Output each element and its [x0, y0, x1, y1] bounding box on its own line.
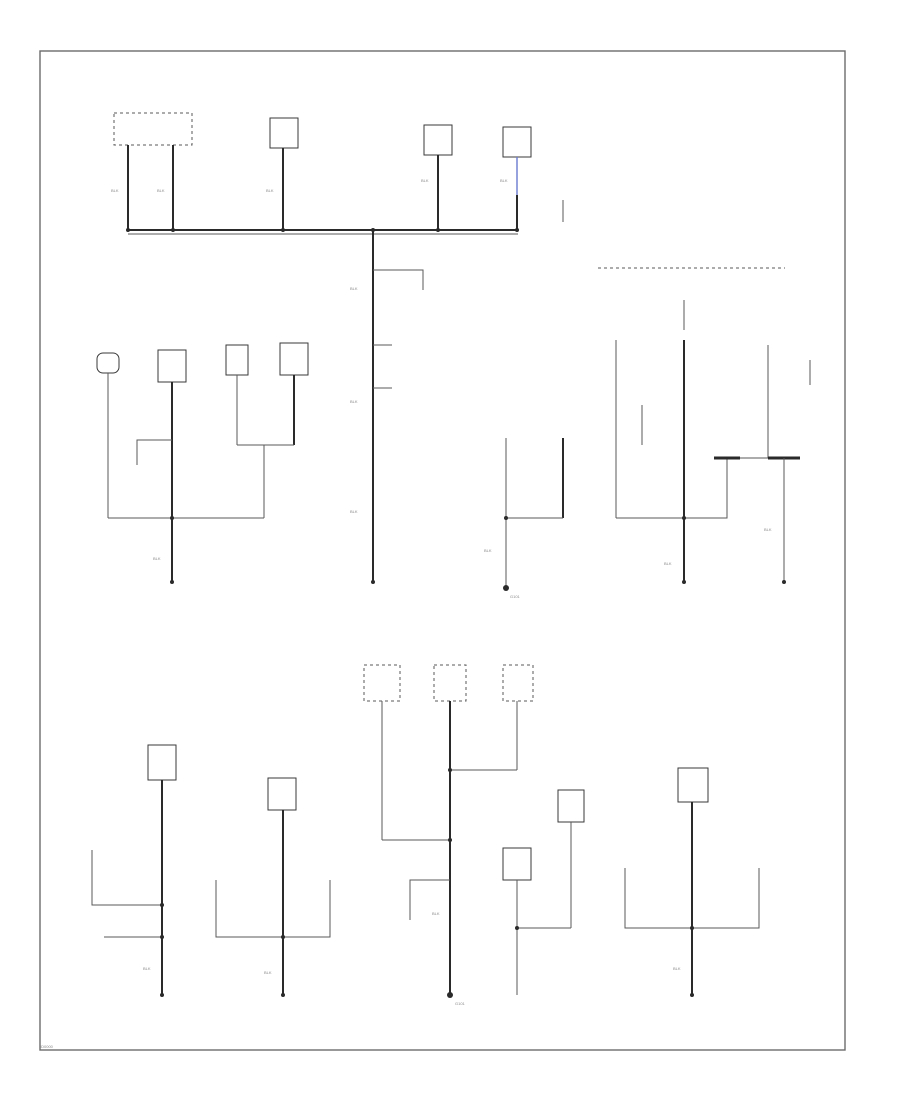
bottom-center-right-section [502, 789, 585, 995]
wire-code-label: BLK [264, 970, 272, 975]
component-box [157, 349, 187, 383]
component-box [423, 124, 453, 156]
component-box [363, 664, 401, 702]
wire-code-label: BLK [421, 178, 429, 183]
ground-label: G101 [510, 594, 521, 599]
splice-junction [281, 935, 285, 939]
splice-junction [504, 516, 508, 520]
ground-point [447, 992, 453, 998]
middle-right-section [598, 267, 811, 584]
splice-junction [782, 580, 786, 584]
bottom-right-section [624, 767, 760, 997]
splice-junction [281, 993, 285, 997]
component-box [267, 777, 297, 811]
component-box [279, 342, 309, 376]
wire-code-label: BLK [500, 178, 508, 183]
wire-code-label: BLK [350, 399, 358, 404]
splice-junction [690, 926, 694, 930]
component-box [96, 352, 120, 374]
splice-junction [160, 903, 164, 907]
component-box [502, 664, 534, 702]
ground-label: G101 [455, 1001, 466, 1006]
splice-junction [436, 228, 440, 232]
wire-code-label: BLK [764, 527, 772, 532]
wire-code-label: BLK [350, 286, 358, 291]
splice-junction [515, 228, 519, 232]
component-box [269, 117, 299, 149]
splice-junction [281, 228, 285, 232]
ground-point [503, 585, 509, 591]
component-box [147, 744, 177, 781]
bottom-left-section [91, 744, 177, 997]
wire-code-label: BLK [111, 188, 119, 193]
component-box [502, 126, 532, 158]
wire-code-label: BLK [143, 966, 151, 971]
wire-code-label: BLK [673, 966, 681, 971]
wire-code-label: BLK [664, 561, 672, 566]
bottom-center-section [363, 664, 534, 998]
bottom-left-center-section [215, 777, 331, 997]
splice-junction [682, 516, 686, 520]
wire-code-label: BLK [432, 911, 440, 916]
splice-junction [126, 228, 130, 232]
splice-junction [690, 993, 694, 997]
component-box [433, 664, 467, 702]
central-trunk [371, 230, 424, 584]
wire-code-label: BLK [157, 188, 165, 193]
component-box [113, 112, 193, 146]
splice-junction [515, 926, 519, 930]
wire-code-label: BLK [484, 548, 492, 553]
splice-junction [448, 838, 452, 842]
middle-center-section [503, 438, 564, 591]
splice-junction [682, 580, 686, 584]
splice-junction [160, 935, 164, 939]
middle-left-section [96, 342, 309, 584]
component-box [225, 344, 249, 376]
component-box [557, 789, 585, 823]
splice-junction [171, 228, 175, 232]
wire-code-label: BLK [153, 556, 161, 561]
splice-junction [170, 580, 174, 584]
splice-junction [170, 516, 174, 520]
wire-code-label: BLK [266, 188, 274, 193]
component-box [677, 767, 709, 803]
component-box [502, 847, 532, 881]
wire-code-label: BLK [350, 509, 358, 514]
diagram-frame [39, 50, 846, 1051]
top-bus-section [113, 112, 564, 235]
figure-id: ID0000 [40, 1044, 53, 1049]
splice-junction [448, 768, 452, 772]
splice-junction [160, 993, 164, 997]
splice-junction [371, 580, 375, 584]
